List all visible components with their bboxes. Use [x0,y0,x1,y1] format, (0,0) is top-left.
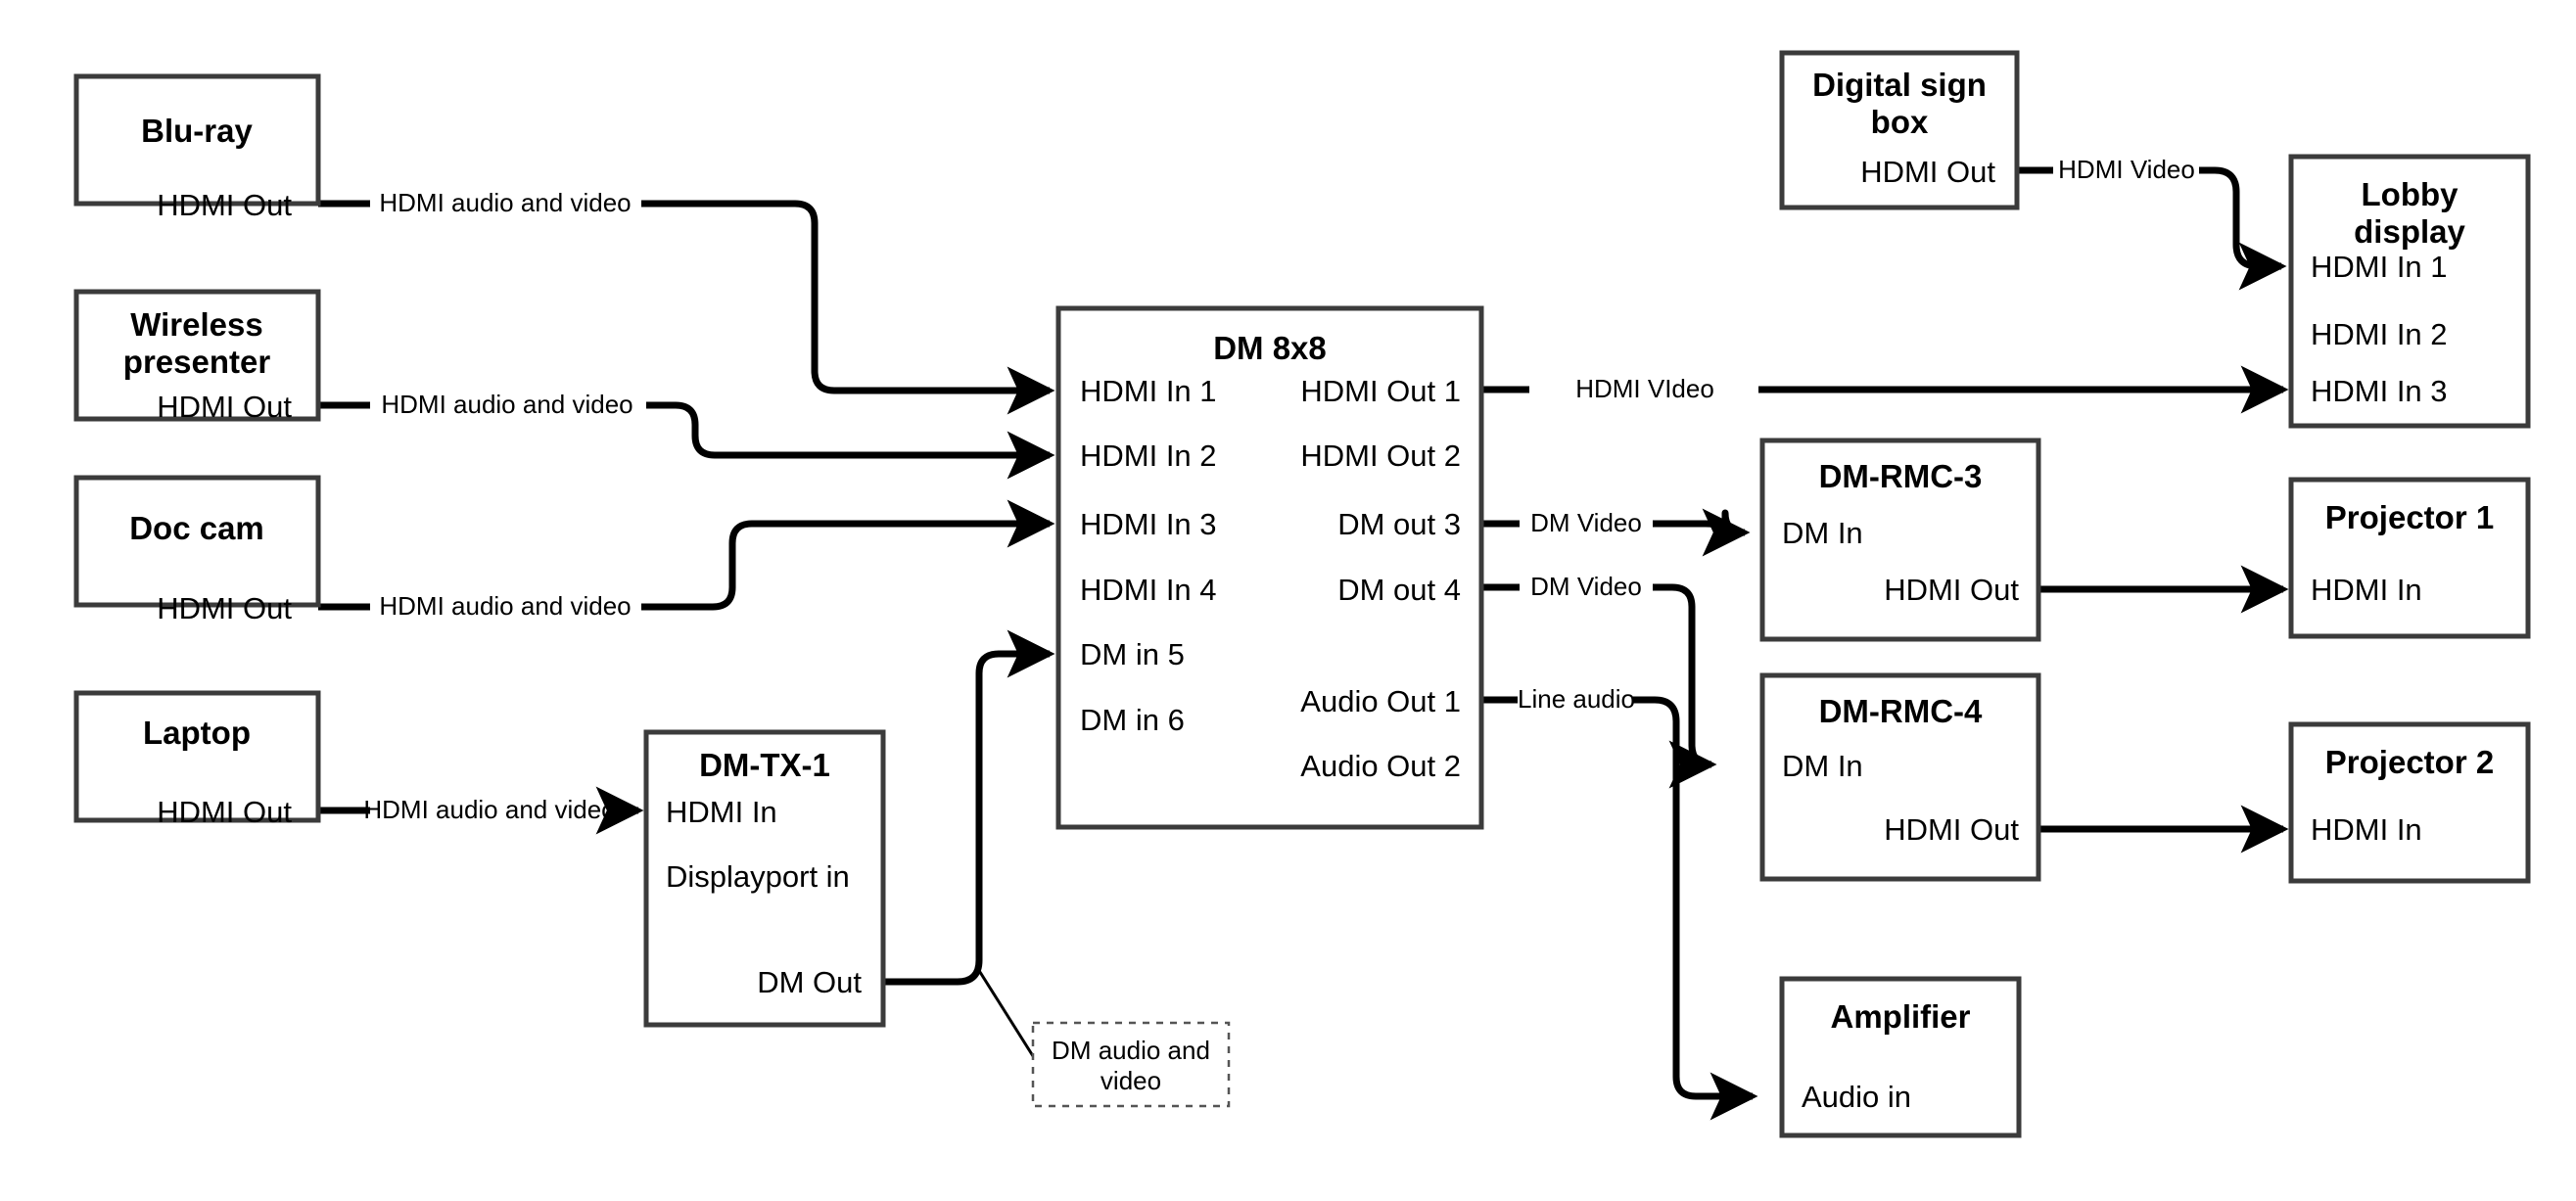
node-bluray[interactable]: Blu-ray HDMI Out [73,73,321,222]
projector1-title: Projector 1 [2325,499,2494,535]
dm8x8-output-audio-out-2: Audio Out 2 [1300,749,1461,783]
node-dm-rmc-3[interactable]: DM-RMC-3 DM In HDMI Out [1759,438,2041,642]
bluray-title: Blu-ray [141,113,253,149]
dmrmc4-port-hdmi-out: HDMI Out [1884,812,2019,847]
edge-label-doccam: HDMI audio and video [379,591,631,621]
laptop-port-hdmi-out: HDMI Out [157,795,292,829]
wireless-title-line1: Wireless [130,306,262,343]
lobby-title-line1: Lobby [2362,176,2459,212]
dmrmc4-title: DM-RMC-4 [1819,693,1983,729]
dm8x8-input-hdmi-in-4: HDMI In 4 [1080,573,1217,607]
dmrmc3-port-dm-in: DM In [1782,516,1863,550]
node-lobby-display[interactable]: Lobby display HDMI In 1 HDMI In 2 HDMI I… [2288,154,2531,429]
edge-label-laptop: HDMI audio and video [363,795,615,824]
projector1-port-hdmi-in: HDMI In [2311,573,2422,607]
doccam-title: Doc cam [129,510,264,546]
edge-digitalsign-to-lobby: HDMI Video [2017,155,2287,291]
bluray-port-hdmi-out: HDMI Out [157,188,292,222]
projector2-port-hdmi-in: HDMI In [2311,812,2422,847]
dm8x8-output-hdmi-out-2: HDMI Out 2 [1300,439,1461,473]
edge-dm8x8-out3-to-rmc3: DM Video [1481,508,1751,557]
node-amplifier[interactable]: Amplifier Audio in [1779,976,2022,1138]
projector2-title: Projector 2 [2325,744,2494,780]
dmrmc3-port-hdmi-out: HDMI Out [1884,573,2019,607]
amplifier-title: Amplifier [1830,998,1970,1035]
dmtx1-port-hdmi-in: HDMI In [666,795,777,829]
dmtx1-port-dm-out: DM Out [757,965,862,999]
edge-label-wireless: HDMI audio and video [381,390,632,419]
lobby-input-hdmi-in-1: HDMI In 1 [2311,250,2448,284]
edge-label-bluray: HDMI audio and video [379,188,631,217]
digitalsign-title-line2: box [1871,104,1929,140]
node-dm-8x8[interactable]: DM 8x8 HDMI In 1 HDMI In 2 HDMI In 3 HDM… [1055,305,1484,830]
dm8x8-input-hdmi-in-3: HDMI In 3 [1080,507,1217,541]
edge-label-dm-out4: DM Video [1530,572,1642,601]
dm8x8-output-audio-out-1: Audio Out 1 [1300,684,1461,718]
dmrmc4-port-dm-in: DM In [1782,749,1863,783]
callout-leader-dm-audio-video [976,968,1042,1068]
digitalsign-port-hdmi-out: HDMI Out [1860,155,1995,189]
edge-label-sign: HDMI Video [2058,155,2195,184]
node-dm-tx-1[interactable]: DM-TX-1 HDMI In Displayport in DM Out [643,729,886,1028]
edge-dm8x8-out1-to-lobby: HDMI VIdeo [1481,365,2289,414]
laptop-title: Laptop [143,715,251,751]
dmtx1-title: DM-TX-1 [699,747,830,783]
callout-line2: video [1101,1066,1161,1095]
dmrmc3-title: DM-RMC-3 [1819,458,1983,494]
lobby-input-hdmi-in-3: HDMI In 3 [2311,374,2448,408]
edge-label-dm-out1: HDMI VIdeo [1575,374,1714,403]
wireless-port-hdmi-out: HDMI Out [157,390,292,424]
dmtx1-port-displayport-in: Displayport in [666,859,850,894]
lobby-input-hdmi-in-2: HDMI In 2 [2311,317,2448,351]
dm8x8-input-hdmi-in-1: HDMI In 1 [1080,374,1217,408]
dm8x8-input-dm-in-6: DM in 6 [1080,703,1185,737]
edge-dm8x8-out4-to-rmc4: DM Video [1481,572,1717,789]
edge-bluray-to-dm8x8: HDMI audio and video [318,188,1055,415]
edge-wireless-to-dm8x8: HDMI audio and video [318,390,1055,480]
node-wireless-presenter[interactable]: Wireless presenter HDMI Out [73,289,321,424]
amplifier-port-audio-in: Audio in [1802,1080,1911,1114]
node-projector-1[interactable]: Projector 1 HDMI In [2288,477,2531,639]
lobby-title-line2: display [2354,213,2465,250]
dm8x8-output-hdmi-out-1: HDMI Out 1 [1300,374,1461,408]
dm8x8-input-hdmi-in-2: HDMI In 2 [1080,439,1217,473]
callout-dm-audio-and-video: DM audio and video [1031,1021,1231,1108]
doccam-port-hdmi-out: HDMI Out [157,591,292,625]
node-digital-sign-box[interactable]: Digital sign box HDMI Out [1779,50,2020,210]
node-laptop[interactable]: Laptop HDMI Out [73,690,321,829]
dm8x8-output-dm-out-4: DM out 4 [1337,573,1461,607]
dm8x8-input-dm-in-5: DM in 5 [1080,637,1185,671]
edge-label-dm-out3: DM Video [1530,508,1642,537]
edge-doccam-to-dm8x8: HDMI audio and video [318,499,1055,621]
digitalsign-title-line1: Digital sign [1812,67,1987,103]
edge-dmtx1-to-dm8x8 [883,629,1055,986]
dm8x8-title: DM 8x8 [1213,330,1327,366]
edge-label-line-audio: Line audio [1518,684,1635,714]
node-projector-2[interactable]: Projector 2 HDMI In [2288,721,2531,884]
node-doc-cam[interactable]: Doc cam HDMI Out [73,475,321,625]
node-dm-rmc-4[interactable]: DM-RMC-4 DM In HDMI Out [1759,672,2041,882]
edge-laptop-to-dmtx1: HDMI audio and video [318,786,644,835]
dm8x8-output-dm-out-3: DM out 3 [1337,507,1461,541]
wireless-title-line2: presenter [123,344,271,380]
edge-dm8x8-audio-to-amplifier: Line audio [1481,684,1758,1121]
callout-line1: DM audio and [1052,1036,1210,1065]
